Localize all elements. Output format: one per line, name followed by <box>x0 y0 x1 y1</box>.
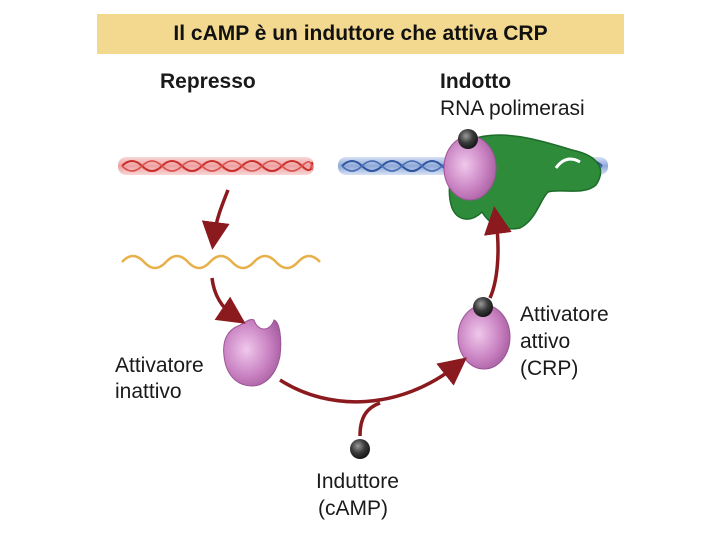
repressed-label: Represso <box>160 70 256 93</box>
title-text: Il cAMP è un induttore che attiva CRP <box>173 22 548 45</box>
arrow-to-promoter <box>483 206 512 299</box>
inactive-activator-label-line2: inattivo <box>115 380 182 403</box>
inactive-activator-label-line1: Attivatore <box>115 354 204 377</box>
active-activator-label-line3: (CRP) <box>520 357 579 380</box>
title-banner: Il cAMP è un induttore che attiva CRP <box>97 14 624 54</box>
inducer-label-line1: Induttore <box>316 470 399 493</box>
arrow-dna-to-mrna <box>201 189 230 250</box>
rna-polymerase-label: RNA polimerasi <box>440 97 585 120</box>
induced-label: Indotto <box>440 70 512 93</box>
active-activator-label-line2: attivo <box>520 330 571 353</box>
active-camp <box>473 297 493 317</box>
mrna-strand <box>121 254 321 270</box>
inducer-label-line2: (cAMP) <box>318 497 388 520</box>
repressed-dna <box>118 157 314 175</box>
inactive-activator <box>223 319 282 387</box>
bound-camp <box>458 129 478 149</box>
polymerase-highlight <box>554 157 581 169</box>
arrow-mrna-to-activator <box>210 277 246 324</box>
arrow-activation-cycle <box>279 357 468 404</box>
inducer-camp <box>350 439 370 459</box>
active-activator-label-line1: Attivatore <box>520 303 609 326</box>
arrow-inducer-joins <box>358 401 381 437</box>
